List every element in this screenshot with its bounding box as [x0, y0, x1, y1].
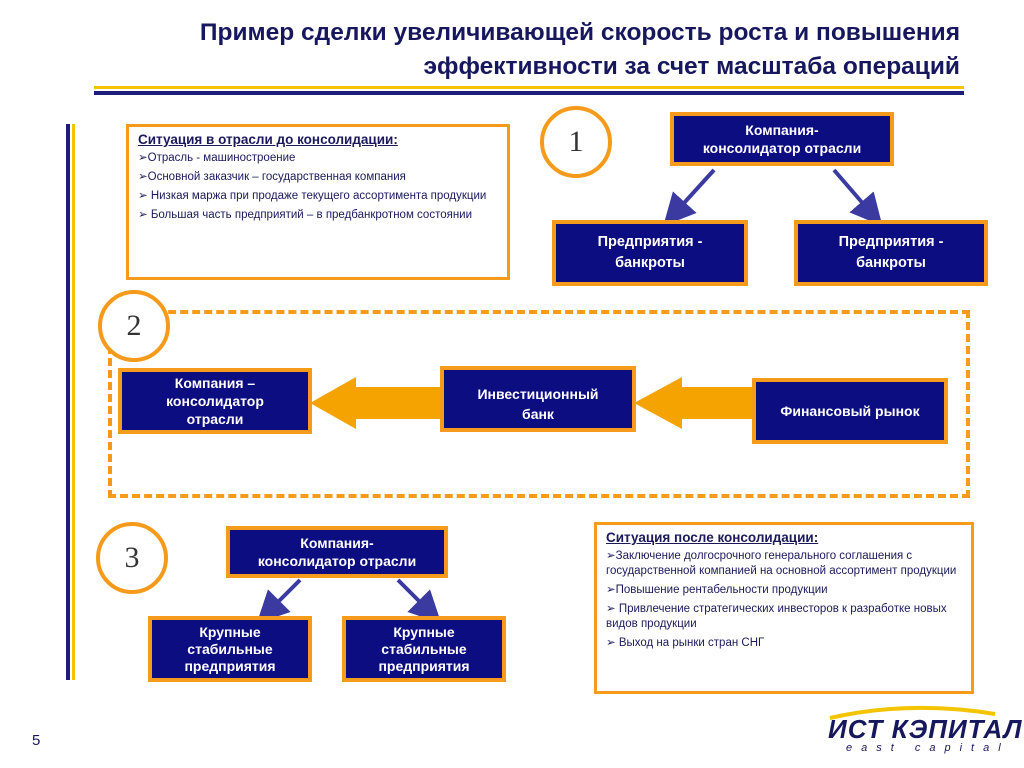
step1-bankrupt-right-line: банкроты [856, 255, 926, 271]
title-line-2: эффективности за счет масштаба операций [423, 53, 960, 80]
step1-bankrupt-left-box: Предприятия - банкроты [552, 220, 748, 286]
company-logo-subtitle: east capital [846, 742, 1010, 754]
step2-financial-market-box: Финансовый рынок [752, 378, 948, 444]
page-number: 5 [32, 732, 41, 749]
step1-consolidator-box: Компания- консолидатор отрасли [670, 112, 894, 166]
step3-stable-right-line: стабильные [381, 640, 467, 657]
after-heading: Ситуация после консолидации: [606, 530, 819, 545]
after-item: ➢Заключение долгосрочного генерального с… [606, 550, 957, 577]
arrow-step3-right [396, 578, 442, 624]
step1-consolidator-line: Компания- [745, 122, 819, 138]
step3-stable-right-line: предприятия [378, 657, 470, 674]
step-3-circle: 3 [96, 522, 168, 594]
slide-title: Пример сделки увеличивающей скорость рос… [60, 16, 960, 84]
step-1-number: 1 [568, 125, 584, 158]
after-item: ➢Повышение рентабельности продукции [606, 584, 828, 596]
step2-investment-bank-box: Инвестиционный банк [440, 366, 636, 432]
block-arrow-bank-to-company [310, 377, 444, 429]
title-underline-navy [94, 91, 964, 95]
step3-consolidator-line: Компания- [300, 535, 374, 551]
before-item: ➢ Низкая маржа при продаже текущего ассо… [138, 190, 487, 202]
after-consolidation-box: Ситуация после консолидации: ➢Заключение… [594, 522, 974, 694]
logo-swoosh [829, 705, 996, 720]
before-consolidation-box: Ситуация в отрасли до консолидации: ➢Отр… [126, 124, 510, 280]
step2-dashed-frame [108, 310, 970, 498]
step-2-circle: 2 [98, 290, 170, 362]
step3-stable-left-box: Крупные стабильные предприятия [148, 616, 312, 682]
company-logo: ИСТ КЭПИТАЛ [828, 714, 1023, 744]
step3-consolidator-line: консолидатор отрасли [257, 553, 417, 569]
arrow-step3-left [256, 578, 302, 624]
step-2-number: 2 [126, 309, 142, 342]
step2-market-label: Финансовый рынок [780, 403, 920, 419]
step2-consolidator-line: отрасли [186, 411, 244, 427]
after-item: ➢ Выход на рынки стран СНГ [606, 637, 765, 649]
step1-bankrupt-left-line: Предприятия - [597, 234, 703, 250]
step-3-number: 3 [124, 541, 140, 574]
arrow-step1-right [832, 168, 883, 227]
left-vertical-bar-navy [66, 124, 70, 680]
step2-consolidator-line: консолидатор [166, 393, 264, 409]
title-underline-yellow [94, 86, 964, 89]
step3-stable-left-line: Крупные [199, 623, 261, 640]
step2-bank-line: банк [522, 406, 554, 422]
before-item: ➢Отрасль - машиностроение [138, 152, 296, 164]
step3-stable-right-line: Крупные [393, 623, 455, 640]
step1-bankrupt-right-box: Предприятия - банкроты [794, 220, 988, 286]
block-arrow-market-to-bank [634, 377, 756, 429]
step3-stable-left-line: стабильные [187, 640, 273, 657]
step-1-circle: 1 [540, 106, 612, 178]
step1-consolidator-line: консолидатор отрасли [702, 140, 862, 156]
before-item: ➢ Большая часть предприятий – в предбанк… [138, 209, 473, 221]
step1-bankrupt-right-line: Предприятия - [838, 234, 944, 250]
before-heading: Ситуация в отрасли до консолидации: [138, 132, 398, 147]
step1-bankrupt-left-line: банкроты [615, 255, 685, 271]
arrow-step1-left [663, 168, 716, 226]
step3-consolidator-box: Компания- консолидатор отрасли [226, 526, 448, 578]
left-vertical-bar-yellow [72, 124, 75, 680]
before-item: ➢Основной заказчик – государственная ком… [138, 171, 406, 183]
step3-stable-left-line: предприятия [184, 657, 276, 674]
after-item: ➢ Привлечение стратегических инвесторов … [606, 603, 947, 630]
step3-stable-right-box: Крупные стабильные предприятия [342, 616, 506, 682]
step2-consolidator-line: Компания – [174, 375, 256, 391]
title-line-1: Пример сделки увеличивающей скорость рос… [199, 19, 960, 46]
step2-consolidator-box: Компания – консолидатор отрасли [118, 368, 312, 434]
step2-bank-line: Инвестиционный [477, 386, 599, 402]
